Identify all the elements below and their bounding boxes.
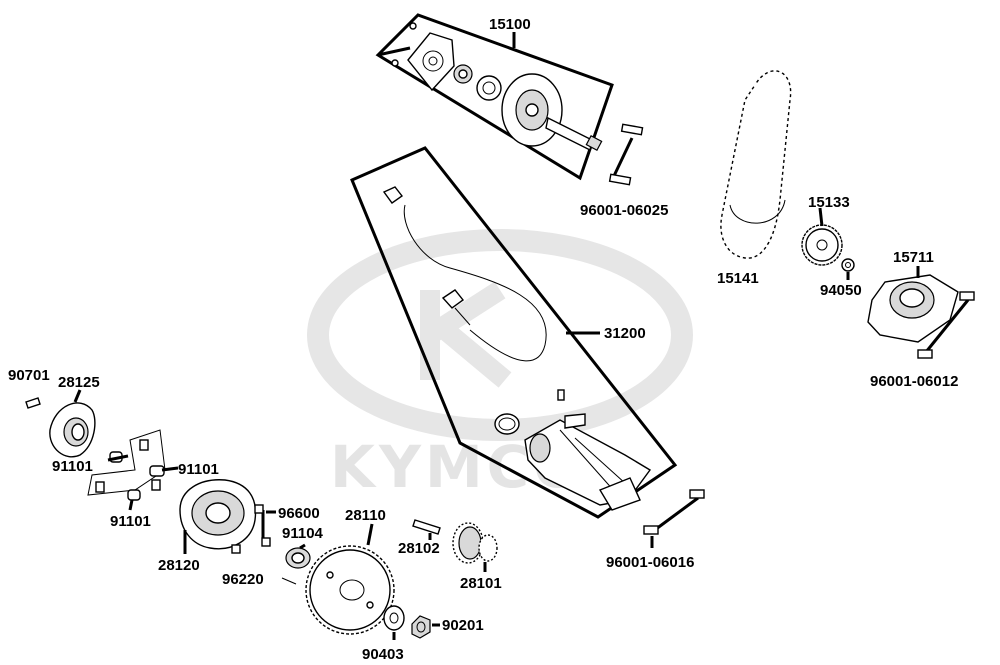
label-90701: 90701 — [8, 367, 50, 384]
label-28120: 28120 — [158, 557, 200, 574]
label-91101-a: 91101 — [52, 458, 93, 475]
oil-pump-assembly[interactable] — [375, 13, 614, 181]
label-15141: 15141 — [717, 270, 759, 287]
label-28110: 28110 — [345, 507, 386, 524]
bolts-96001-06016[interactable] — [643, 489, 705, 548]
label-94050: 94050 — [820, 282, 862, 299]
woodruff-key-90701[interactable] — [25, 397, 41, 409]
starter-driven-gear-28110[interactable] — [305, 523, 395, 635]
label-90403: 90403 — [362, 646, 404, 663]
label-28125: 28125 — [58, 374, 100, 391]
washer-94050[interactable] — [841, 258, 855, 280]
bolts-96001-06012[interactable] — [917, 291, 975, 359]
label-15133: 15133 — [808, 194, 850, 211]
label-96001-06012: 96001-06012 — [870, 373, 958, 390]
label-96001-06016: 96001-06016 — [606, 554, 694, 571]
label-91104: 91104 — [282, 525, 324, 542]
pin-96220[interactable] — [281, 577, 297, 585]
cam-sprocket[interactable] — [801, 207, 843, 266]
needle-bearing-91104[interactable] — [285, 543, 311, 569]
bolts-96001-06025[interactable] — [608, 123, 644, 186]
roller-set-91101[interactable] — [87, 429, 179, 511]
starter-clutch-plate[interactable] — [49, 389, 96, 458]
washer-90403[interactable] — [383, 605, 405, 640]
shaft-28102[interactable] — [412, 519, 441, 540]
cam-chain[interactable] — [720, 69, 792, 260]
label-90201: 90201 — [442, 617, 484, 634]
label-28102: 28102 — [398, 540, 440, 557]
idle-gear-28101[interactable] — [452, 522, 498, 572]
label-15711: 15711 — [893, 249, 934, 266]
label-91101-c: 91101 — [110, 513, 151, 530]
bolts-96600[interactable] — [231, 504, 276, 554]
nut-90201[interactable] — [411, 615, 440, 639]
label-31200: 31200 — [604, 325, 646, 342]
label-15100: 15100 — [489, 16, 531, 33]
label-96220: 96220 — [222, 571, 264, 588]
label-96001-06025: 96001-06025 — [580, 202, 668, 219]
label-96600: 96600 — [278, 505, 320, 522]
starter-motor-assembly[interactable] — [350, 146, 678, 519]
label-28101: 28101 — [460, 575, 502, 592]
one-way-clutch-28120[interactable] — [179, 479, 257, 554]
label-91101-b: 91101 — [178, 461, 219, 478]
chain-tensioner-cover[interactable] — [867, 266, 959, 343]
